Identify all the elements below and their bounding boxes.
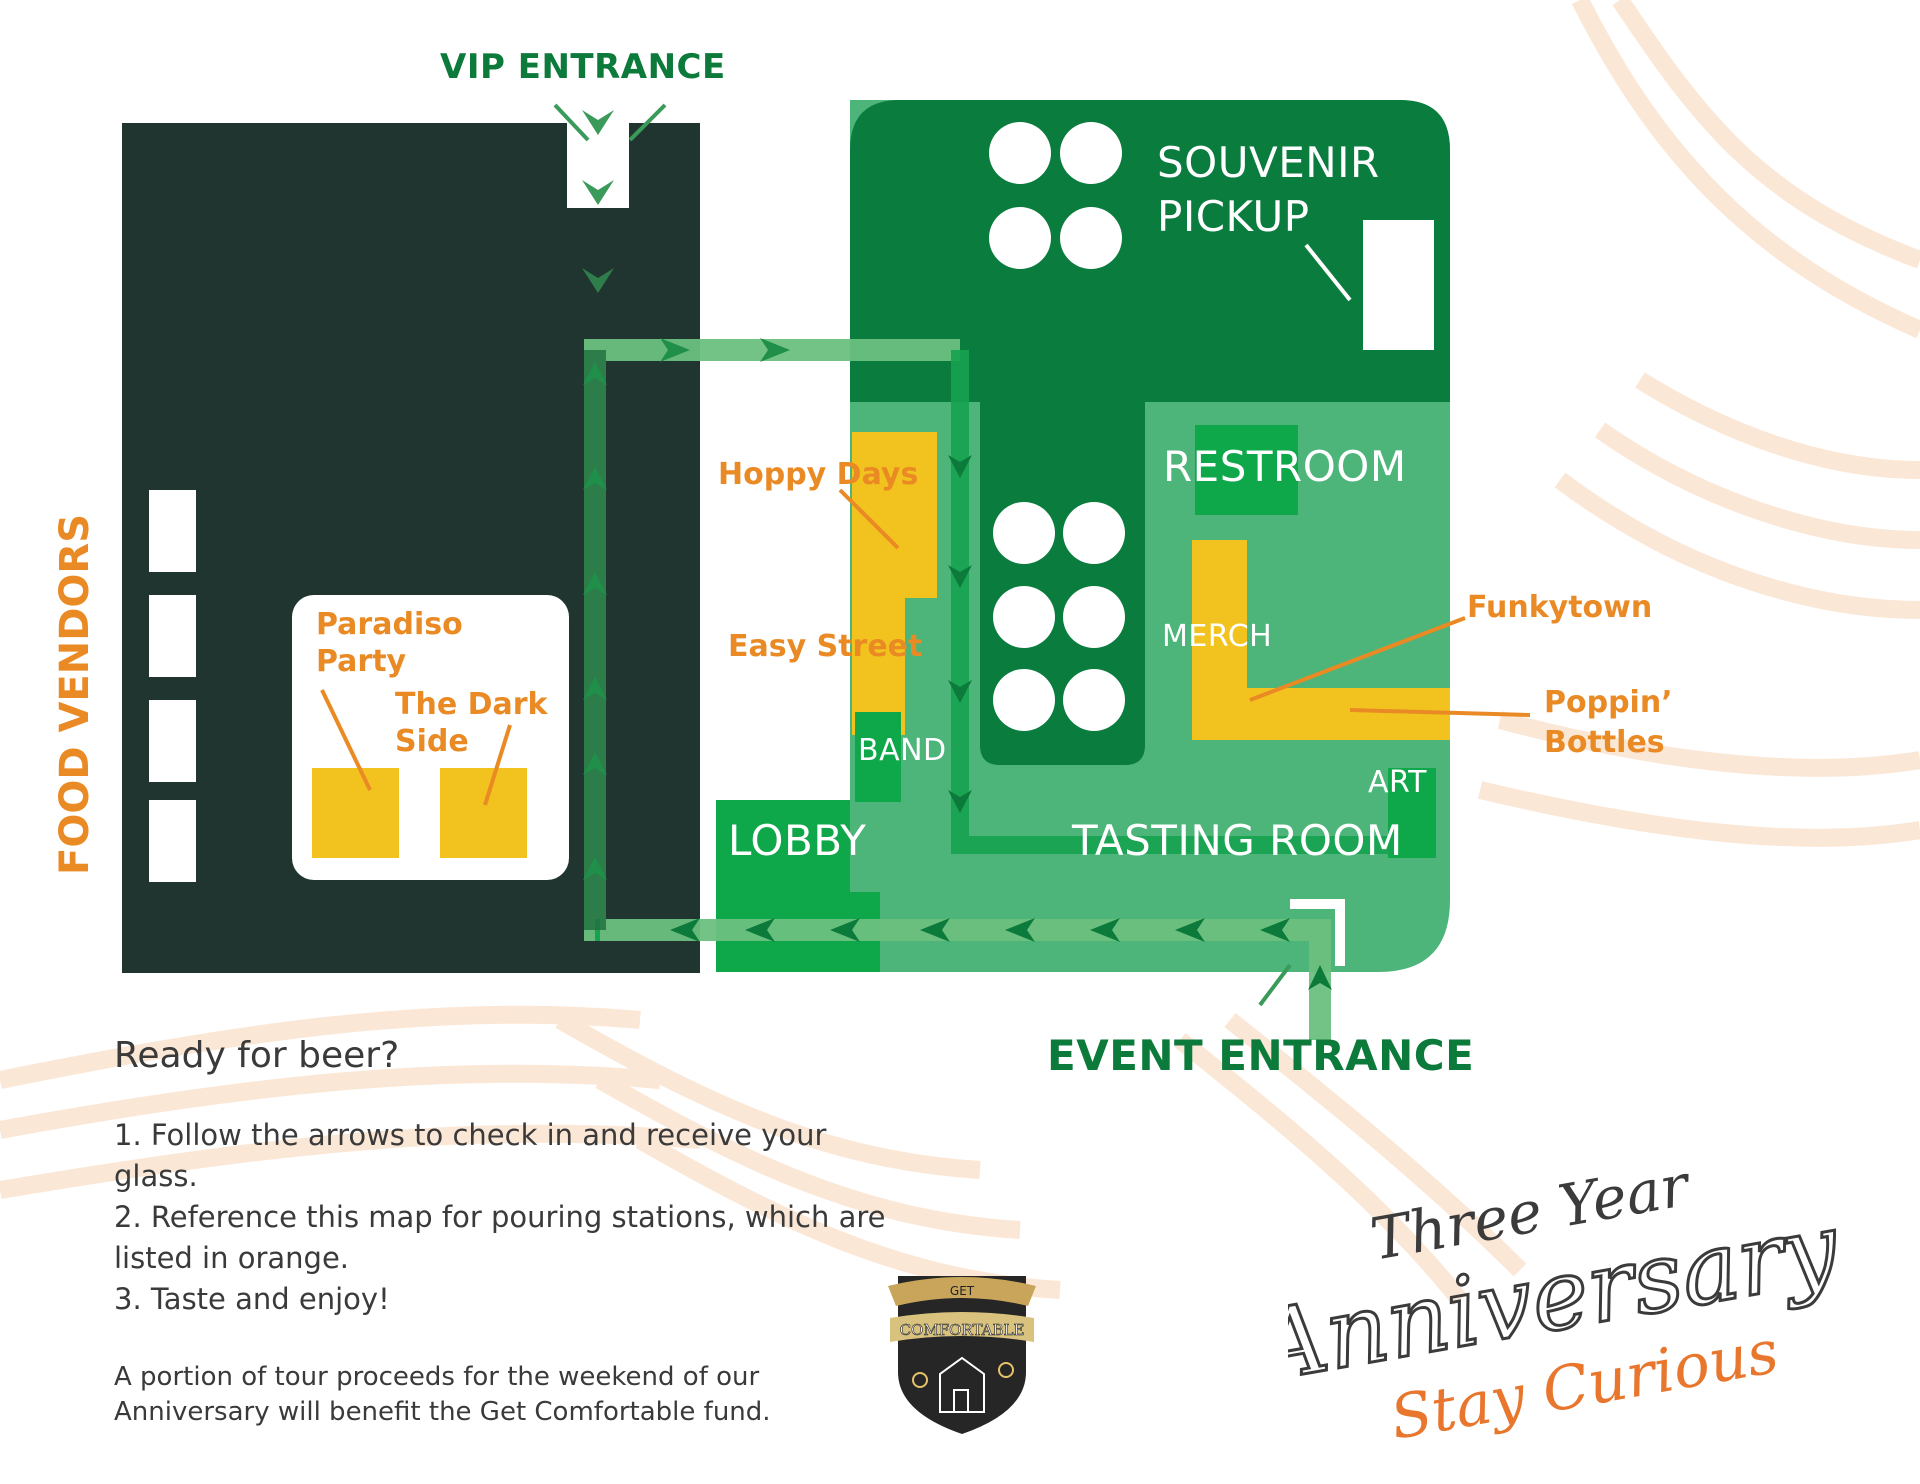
paradiso-party-label-line1: Paradiso <box>316 607 463 642</box>
food-vendor-stall <box>149 700 196 782</box>
leader-lines <box>320 103 1531 1007</box>
easy-street-label: Easy Street <box>728 629 923 664</box>
food-vendor-stall <box>149 490 196 572</box>
band-label: BAND <box>858 733 947 768</box>
restroom-label: RESTROOM <box>1163 442 1407 491</box>
get-comfortable-badge-logo: GET COMFORTABLE <box>888 1276 1036 1434</box>
route-arrows <box>582 110 1332 990</box>
the-dark-side-label-line1: The Dark <box>395 687 548 722</box>
restroom-area <box>1195 425 1298 515</box>
three-year-anniversary-logo: Three Year Anniversary Stay Curious <box>1288 1150 1848 1440</box>
paradiso-party-station <box>312 768 399 858</box>
hoppy-days-station <box>852 432 937 735</box>
tables-tasting <box>993 502 1125 731</box>
lobby-area <box>716 800 850 972</box>
info-step-3: 3. Taste and enjoy! <box>114 1282 390 1316</box>
the-dark-side-label-line2: Side <box>395 724 469 759</box>
food-vendors-label: FOOD VENDORS <box>52 513 98 875</box>
tasting-room-label: TASTING ROOM <box>1072 816 1403 865</box>
food-vendor-stall <box>149 595 196 677</box>
souvenir-label-line1: SOUVENIR <box>1157 138 1380 187</box>
lobby-label: LOBBY <box>728 816 867 865</box>
tables-top <box>989 122 1122 269</box>
souvenir-label-line2: PICKUP <box>1157 192 1310 241</box>
paradiso-party-label-line2: Party <box>316 644 407 679</box>
badge-top-text: GET <box>950 1284 975 1298</box>
vip-entrance-label: VIP ENTRANCE <box>440 47 726 87</box>
poppin-bottles-label-line1: Poppin’ <box>1544 685 1673 720</box>
event-entrance-door <box>1290 899 1345 966</box>
info-step-2: 2. Reference this map for pouring statio… <box>114 1200 886 1275</box>
poppin-bottles-label-line2: Bottles <box>1544 725 1665 760</box>
funkytown-label: Funkytown <box>1467 590 1653 625</box>
merch-label: MERCH <box>1162 619 1273 654</box>
art-area <box>1388 768 1436 858</box>
food-vendor-stall <box>149 800 196 882</box>
band-area <box>855 712 901 802</box>
art-label: ART <box>1368 765 1428 800</box>
info-heading: Ready for beer? <box>114 1035 400 1076</box>
badge-main-text: COMFORTABLE <box>900 1321 1025 1339</box>
souvenir-pickup-counter <box>1363 220 1434 350</box>
info-step-1: 1. Follow the arrows to check in and rec… <box>114 1118 827 1193</box>
hoppy-days-label: Hoppy Days <box>718 457 919 492</box>
funkytown-station <box>1192 540 1450 740</box>
info-note: A portion of tour proceeds for the weeke… <box>114 1362 771 1427</box>
event-entrance-label: EVENT ENTRANCE <box>1047 1031 1475 1080</box>
the-dark-side-station <box>440 768 527 858</box>
